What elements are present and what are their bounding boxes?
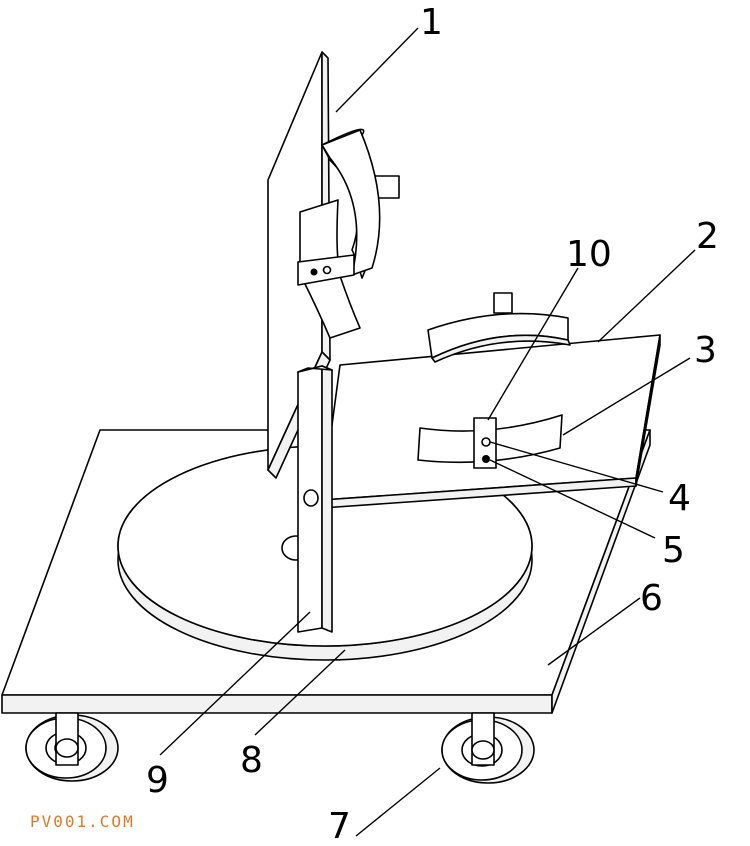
panel-bracket [297, 254, 355, 286]
vertical-post [297, 365, 333, 633]
watermark: PV001.COM [30, 812, 135, 831]
label-3: 3 [694, 330, 717, 371]
label-10: 10 [566, 234, 612, 275]
clamp-bracket [473, 417, 497, 469]
leader-lines [159, 27, 696, 837]
label-7: 7 [328, 806, 351, 846]
label-4: 4 [668, 478, 691, 519]
label-8: 8 [240, 740, 263, 781]
label-6: 6 [640, 578, 663, 619]
label-2: 2 [696, 216, 719, 257]
right-wheel [441, 712, 535, 784]
left-wheel [25, 712, 119, 782]
label-5: 5 [662, 530, 685, 571]
part-labels: 1 2 3 4 5 6 7 8 9 10 [146, 2, 719, 846]
panel-upper-arc [321, 128, 400, 279]
label-9: 9 [146, 760, 169, 801]
upper-arc-clamp [427, 292, 571, 363]
label-1: 1 [420, 2, 443, 43]
panel-lower-arc [299, 199, 361, 339]
